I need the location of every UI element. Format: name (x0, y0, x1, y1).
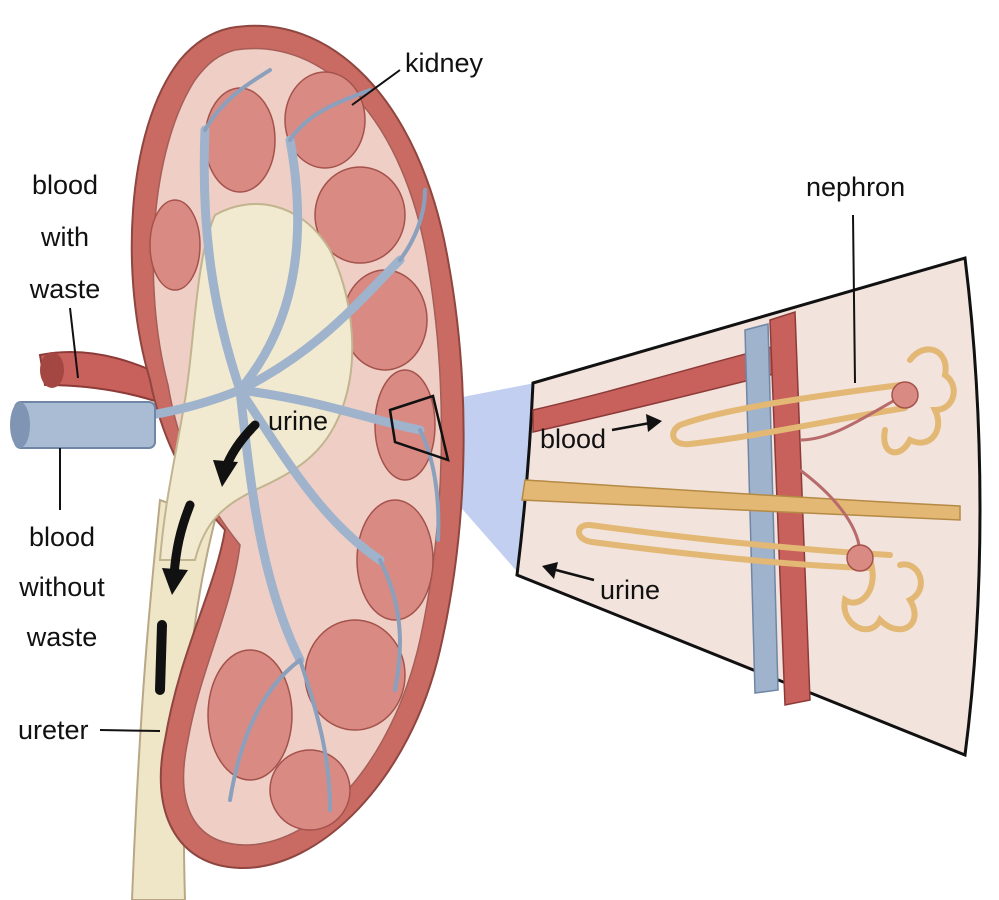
inset-blood-label: blood (540, 424, 606, 454)
renal-vein-trunk (15, 402, 155, 448)
ureter-leader-line (100, 730, 160, 731)
glomerulus-upper (892, 382, 918, 408)
renal-vein-opening (10, 402, 30, 448)
blood-without-waste-label: blood without waste (2, 522, 122, 652)
nephron-label: nephron (806, 172, 905, 202)
urine-flow-arrow-3 (160, 625, 162, 690)
ureter-label: ureter (18, 715, 89, 745)
renal-artery-end (40, 352, 64, 388)
blood-without-waste-line-3: waste (2, 622, 122, 652)
blood-with-waste-label: blood with waste (10, 170, 120, 304)
glomerulus-lower (847, 545, 873, 571)
blood-without-waste-line-1: blood (2, 522, 122, 552)
blood-without-waste-line-2: without (2, 572, 122, 602)
blood-with-waste-line-3: waste (10, 274, 120, 304)
blood-with-waste-line-1: blood (10, 170, 120, 200)
blood-with-waste-line-2: with (10, 222, 120, 252)
inset-urine-label: urine (600, 575, 660, 605)
kidney-label: kidney (405, 48, 483, 78)
urine-main-label: urine (268, 406, 328, 436)
